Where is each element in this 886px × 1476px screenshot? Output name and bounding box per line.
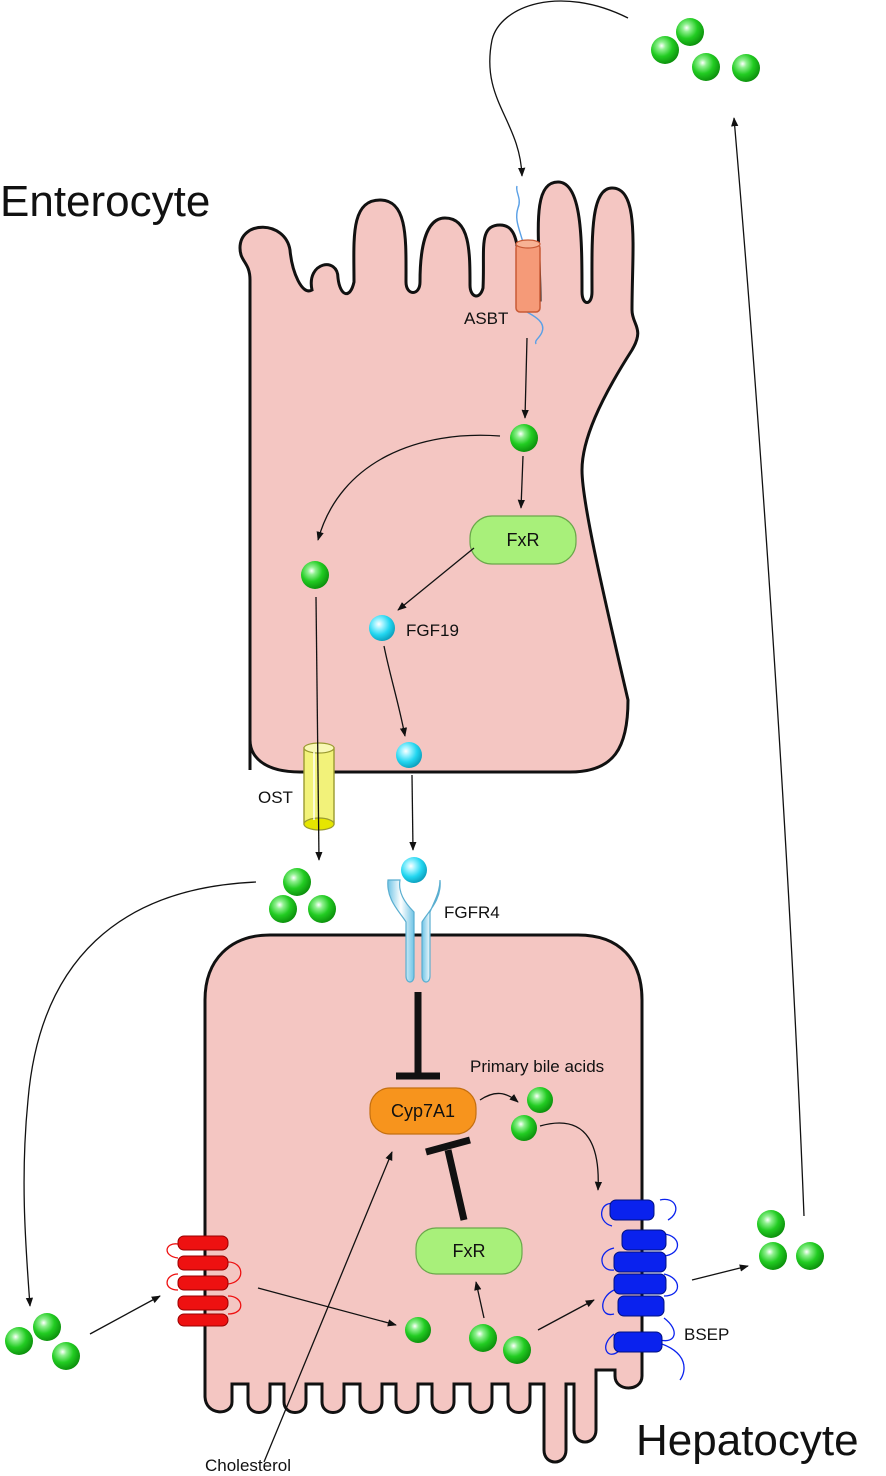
fxr-enterocyte-label: FxR	[507, 530, 540, 550]
arrow-right-to-top	[731, 117, 805, 1217]
enterocyte-label: Enterocyte	[0, 177, 210, 226]
arrow-portal-to-left	[23, 881, 257, 1307]
arrow-cholesterol-to-cyp	[263, 1151, 393, 1463]
primary-bile-acid-2	[511, 1115, 537, 1141]
fgf19-molecule-2	[396, 742, 422, 768]
inhibition-fgfr4-cyp7a1	[396, 992, 440, 1080]
arrow-asbt-to-bileacid	[521, 337, 529, 419]
fgf19-label: FGF19	[406, 621, 459, 640]
fxr-enterocyte: FxR	[469, 515, 577, 565]
asbt-transporter: ASBT	[464, 185, 544, 345]
bile-acid-cluster-right	[757, 1210, 824, 1270]
cyp7a1-enzyme: Cyp7A1	[369, 1087, 477, 1135]
arrow-left-to-ntcp	[89, 1295, 161, 1335]
inhibition-fxr-cyp7a1	[425, 1136, 471, 1221]
arrow-bileacid-to-left	[316, 434, 501, 541]
bile-acid-enterocyte-2	[301, 561, 329, 589]
ost-label: OST	[258, 788, 293, 807]
arrow-primary-to-bsep	[539, 1122, 603, 1191]
arrow-ntcp-to-bileacid	[257, 1287, 397, 1327]
cyp7a1-label: Cyp7A1	[391, 1101, 455, 1121]
arrow-bileacid-to-bsep	[537, 1299, 595, 1331]
bile-acid-hepatocyte-1	[405, 1317, 431, 1343]
fxr-hepatocyte-label: FxR	[453, 1241, 486, 1261]
arrow-fxr-to-fgf19	[397, 547, 475, 611]
arrow-bileacid-to-fxr-hep	[474, 1281, 485, 1319]
asbt-label: ASBT	[464, 309, 508, 328]
fgfr4-receptor: FGFR4	[387, 857, 500, 983]
enterocyte-cell: Enterocyte	[0, 177, 640, 774]
arrow-cyp-to-primary	[479, 1092, 519, 1103]
bile-acid-cluster-portal	[269, 868, 336, 923]
arrows	[23, 0, 805, 1463]
bile-acid-enterocyte-1	[510, 424, 538, 452]
arrow-top-to-asbt	[489, 0, 629, 177]
fxr-hepatocyte: FxR	[415, 1227, 523, 1275]
hepatocyte-label: Hepatocyte	[636, 1416, 859, 1465]
arrow-bileacid-through-ost	[315, 596, 323, 861]
enterocyte-membrane	[238, 180, 640, 774]
ntcp-transporter	[166, 1235, 242, 1327]
arrow-bsep-to-right	[691, 1264, 749, 1281]
bsep-transporter: BSEP	[601, 1198, 729, 1381]
arrow-fgf19-down	[383, 645, 408, 737]
bile-acid-cluster-left	[5, 1313, 80, 1370]
primary-bile-acids-label: Primary bile acids	[470, 1057, 604, 1076]
arrow-fgf19-to-fgfr4	[409, 774, 417, 851]
bile-acid-cluster-top	[651, 18, 760, 82]
primary-bile-acid-1	[527, 1087, 553, 1113]
cholesterol-label: Cholesterol	[205, 1456, 291, 1475]
hepatocyte-membrane	[203, 933, 644, 1464]
bile-acid-hepatocyte-3	[503, 1336, 531, 1364]
fgf19-molecule-1	[369, 615, 395, 641]
fgfr4-label: FGFR4	[444, 903, 500, 922]
arrow-bileacid-to-fxr	[517, 455, 525, 509]
bile-acid-hepatocyte-2	[469, 1324, 497, 1352]
bsep-label: BSEP	[684, 1325, 729, 1344]
hepatocyte-cell: Hepatocyte	[203, 933, 859, 1465]
